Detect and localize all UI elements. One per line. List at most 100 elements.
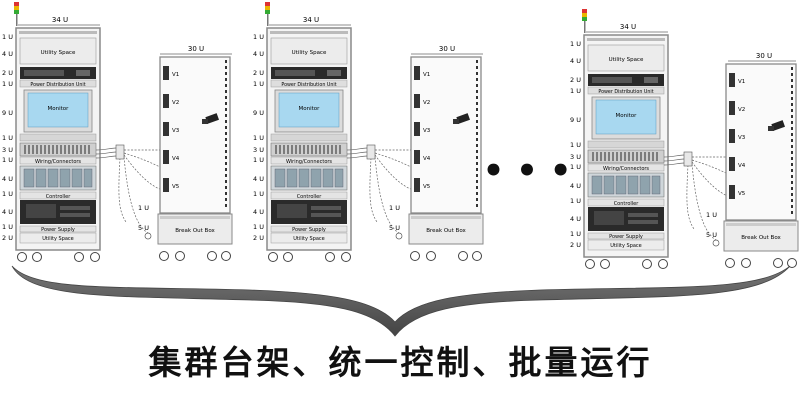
cable-connector bbox=[115, 144, 125, 160]
unit-label: 1 U bbox=[570, 87, 581, 95]
power-supply bbox=[19, 225, 97, 233]
controller bbox=[19, 191, 97, 200]
unit-label: 1 U bbox=[253, 190, 264, 198]
wiring-label: Wiring/Connectors bbox=[603, 166, 649, 172]
monitor-label: Monitor bbox=[616, 113, 638, 119]
break-out-box-label: Break Out Box bbox=[426, 228, 466, 234]
unit-label: 4 U bbox=[570, 182, 581, 190]
utility-space-bottom-label: Utility Space bbox=[610, 243, 642, 249]
pdu-label: Power Distribution Unit bbox=[281, 82, 336, 88]
power-supply bbox=[587, 232, 665, 240]
unit-label: 1 U bbox=[253, 156, 264, 164]
camera-icon bbox=[768, 120, 786, 131]
unit-label: 4 U bbox=[570, 215, 581, 223]
unit-label: 1 U bbox=[2, 156, 13, 164]
slot-label: V5 bbox=[738, 191, 746, 197]
monitor-label: Monitor bbox=[299, 106, 321, 112]
box-height-label: 30 U bbox=[756, 52, 772, 60]
cable-label-1u: 1 U bbox=[389, 204, 400, 212]
slot-label: V1 bbox=[738, 79, 745, 85]
slot-label: V1 bbox=[423, 72, 430, 78]
unit-labels: 1 U 4 U 2 U 1 U 9 U 1 U 3 U 1 U 4 U 1 U … bbox=[570, 40, 581, 249]
slot-label: V5 bbox=[423, 184, 431, 190]
controller-label: Controller bbox=[297, 194, 323, 200]
unit-label: 1 U bbox=[2, 190, 13, 198]
utility-space-top-label: Utility Space bbox=[292, 50, 327, 56]
slot-label: V4 bbox=[423, 156, 431, 162]
unit-label: 1 U bbox=[253, 80, 264, 88]
utility-space-bottom-label: Utility Space bbox=[293, 236, 325, 242]
device-slots: V1 V2 V3 V4 V5 bbox=[414, 66, 431, 192]
utility-space-bottom bbox=[19, 232, 97, 244]
utility-space-top bbox=[270, 37, 348, 65]
unit-label: 1 U bbox=[253, 33, 264, 41]
cable-label-5u: 5 U bbox=[389, 224, 400, 232]
unit-label: 4 U bbox=[2, 208, 13, 216]
unit-label: 2 U bbox=[570, 76, 581, 84]
pdu-label: Power Distribution Unit bbox=[598, 89, 653, 95]
break-out-box-cabinet bbox=[725, 63, 797, 221]
utility-space-bottom bbox=[587, 239, 665, 251]
controller bbox=[587, 198, 665, 207]
unit-label: 1 U bbox=[2, 80, 13, 88]
power-distribution-unit bbox=[587, 86, 665, 95]
unit-label: 1 U bbox=[570, 197, 581, 205]
station-2: 34 U 1 U 4 U 2 U 1 U 9 U 1 U 3 U 1 U 4 U… bbox=[253, 2, 484, 262]
unit-label: 1 U bbox=[2, 33, 13, 41]
cable-label-5u: 5 U bbox=[706, 231, 717, 239]
device-slots: V1 V2 V3 V4 V5 bbox=[729, 73, 746, 199]
unit-label: 3 U bbox=[2, 146, 13, 154]
unit-label: 4 U bbox=[2, 175, 13, 183]
ellipsis-more-stations: • • • bbox=[483, 151, 572, 191]
slot-label: V2 bbox=[423, 100, 430, 106]
unit-label: 1 U bbox=[570, 230, 581, 238]
utility-space-bottom bbox=[270, 232, 348, 244]
unit-label: 9 U bbox=[2, 109, 13, 117]
signal-tower-icon bbox=[582, 9, 587, 33]
wiring-connectors bbox=[19, 156, 97, 165]
unit-label: 3 U bbox=[570, 153, 581, 161]
caster-wheels bbox=[268, 252, 351, 262]
rack-height-label: 34 U bbox=[52, 16, 68, 24]
unit-labels: 1 U 4 U 2 U 1 U 9 U 1 U 3 U 1 U 4 U 1 U … bbox=[253, 33, 264, 242]
cable-label-1u: 1 U bbox=[706, 211, 717, 219]
cable-bundle bbox=[95, 147, 163, 234]
slot-label: V3 bbox=[172, 128, 180, 134]
controller-label: Controller bbox=[614, 201, 640, 207]
wiring-connectors bbox=[270, 156, 348, 165]
unit-label: 2 U bbox=[2, 234, 13, 242]
wiring-label: Wiring/Connectors bbox=[35, 159, 81, 165]
pdu-label: Power Distribution Unit bbox=[30, 82, 85, 88]
utility-space-bottom-label: Utility Space bbox=[42, 236, 74, 242]
cable-connector bbox=[683, 151, 693, 167]
slot-label: V3 bbox=[738, 135, 746, 141]
wiring-label: Wiring/Connectors bbox=[286, 159, 332, 165]
slot-label: V2 bbox=[738, 107, 745, 113]
box-height-label: 30 U bbox=[188, 45, 204, 53]
slot-label: V4 bbox=[172, 156, 180, 162]
power-supply-label: Power Supply bbox=[41, 227, 75, 233]
unit-label: 2 U bbox=[253, 69, 264, 77]
unit-label: 1 U bbox=[2, 134, 13, 142]
controller bbox=[270, 191, 348, 200]
break-out-box-label: Break Out Box bbox=[175, 228, 215, 234]
unit-label: 1 U bbox=[570, 141, 581, 149]
camera-icon bbox=[202, 113, 220, 124]
station-3: 34 U 1 U 4 U 2 U 1 U 9 U 1 U 3 U 1 U 4 U… bbox=[570, 9, 799, 269]
break-out-box-cabinet bbox=[410, 56, 482, 214]
unit-label: 4 U bbox=[253, 50, 264, 58]
unit-label: 1 U bbox=[2, 223, 13, 231]
caster-wheels bbox=[17, 252, 100, 262]
caster-wheels bbox=[585, 259, 668, 269]
station-1: 34 U 1 U 4 U 2 U 1 U 9 U 1 U 3 U 1 U 4 U… bbox=[2, 2, 233, 262]
slot-label: V3 bbox=[423, 128, 431, 134]
cable-label-1u: 1 U bbox=[138, 204, 149, 212]
rack-height-label: 34 U bbox=[620, 23, 636, 31]
cable-label-5u: 5 U bbox=[138, 224, 149, 232]
power-distribution-unit bbox=[19, 79, 97, 88]
monitor-label: Monitor bbox=[48, 106, 70, 112]
unit-label: 4 U bbox=[2, 50, 13, 58]
device-slots: V1 V2 V3 V4 V5 bbox=[163, 66, 180, 192]
unit-label: 2 U bbox=[570, 241, 581, 249]
